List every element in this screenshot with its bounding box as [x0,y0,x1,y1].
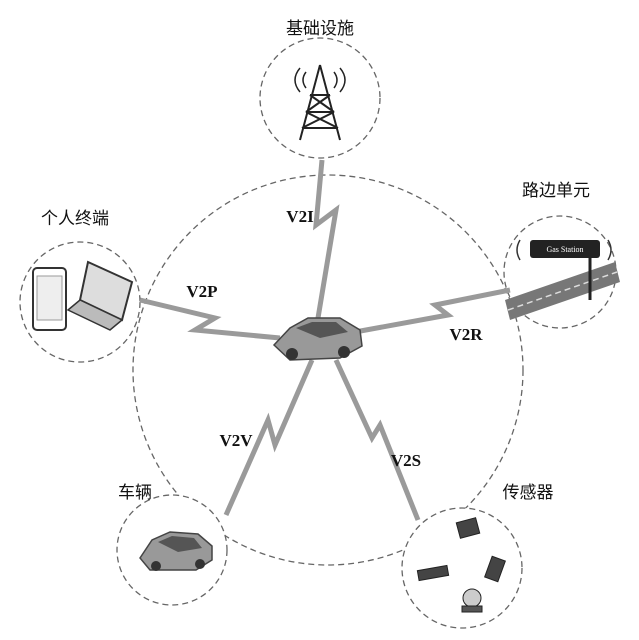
v2v-link [223,359,315,517]
gas-station-sign-text: Gas Station [546,245,583,254]
v2p-label: V2P [186,282,217,301]
personal-terminal-label: 个人终端 [41,209,109,229]
infrastructure-label: 基础设施 [286,19,354,39]
vehicle-car-icon [139,531,213,571]
v2i-link [312,159,340,319]
v2v-label: V2V [219,431,253,450]
sensor-label: 传感器 [503,483,554,503]
infrastructure-circle [259,37,381,159]
smartphone-icon [32,267,67,331]
gas-station-sign-icon: Gas Station [505,239,620,320]
central-car-icon [272,317,363,361]
roadside-unit-label: 路边单元 [522,181,590,201]
v2s-label: V2S [391,451,421,470]
communication-range-circle [132,174,524,566]
v2i-label: V2I [286,207,314,226]
vehicle-label: 车辆 [118,483,152,503]
sensors-icon [416,517,506,613]
v2s-link [333,358,421,521]
laptop-icon [66,260,134,331]
v2r-link [354,287,511,335]
sensor-circle [401,507,523,629]
v2r-label: V2R [449,325,483,344]
v2p-link [139,297,281,341]
cell-tower-icon [294,64,346,141]
